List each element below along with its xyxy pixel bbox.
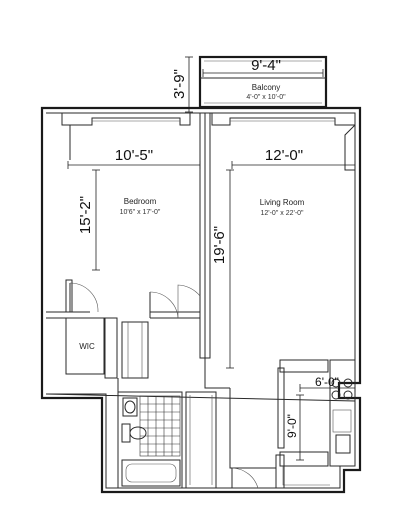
balcony-size: 4'-0" x 10'-0" [246, 94, 286, 101]
kitchen-depth-dimension: 9'-0" [285, 394, 304, 461]
bathroom [121, 395, 181, 487]
kitchen [277, 359, 356, 486]
bathroom-toilet [121, 423, 147, 443]
living-width-label: 12'-0" [265, 147, 303, 164]
entry-door [231, 454, 285, 489]
kitchen-width-label: 6'-0" [315, 375, 339, 389]
bedroom-size: 10'6" x 17'-0" [120, 209, 161, 216]
living-room-size: 12'-0" x 22'-0" [260, 210, 304, 217]
balcony-width-label: 9'-4" [251, 57, 281, 74]
bedroom-door [149, 284, 201, 319]
outer-walls [40, 106, 362, 494]
living-depth-dimension: 19'-6" [211, 169, 234, 369]
balcony-label: Balcony [252, 83, 280, 92]
balcony-width-dimension: 9'-4" [202, 57, 324, 77]
window-bays [61, 113, 356, 171]
bathroom-sink [122, 397, 138, 417]
balcony-depth-label: 3'-9" [171, 69, 188, 99]
living-depth-label: 19'-6" [211, 226, 228, 264]
bedroom-depth-label: 15'-2" [77, 196, 94, 234]
bedroom-width-label: 10'-5" [115, 147, 153, 164]
walk-in-closet: WIC [65, 317, 105, 375]
bedroom-width-dimension: 10'-5" [67, 147, 201, 169]
bathroom-tile-floor [139, 395, 181, 457]
kitchen-depth-label: 9'-0" [285, 414, 299, 438]
living-width-dimension: 12'-0" [231, 147, 356, 169]
interior-walls [46, 112, 276, 489]
balcony-depth-dimension: 3'-9" [171, 56, 193, 113]
wic-door [65, 279, 99, 313]
bedroom: Bedroom 10'6" x 17'-0" [120, 197, 161, 216]
bedroom-label: Bedroom [124, 197, 157, 206]
bedroom-depth-dimension: 15'-2" [77, 169, 100, 271]
wic-label: WIC [79, 342, 95, 351]
bathroom-tub [121, 459, 181, 487]
living-room: Living Room 12'-0" x 22'-0" [260, 198, 305, 217]
kitchen-width-dimension: 6'-0" [299, 375, 356, 392]
living-room-label: Living Room [260, 198, 305, 207]
